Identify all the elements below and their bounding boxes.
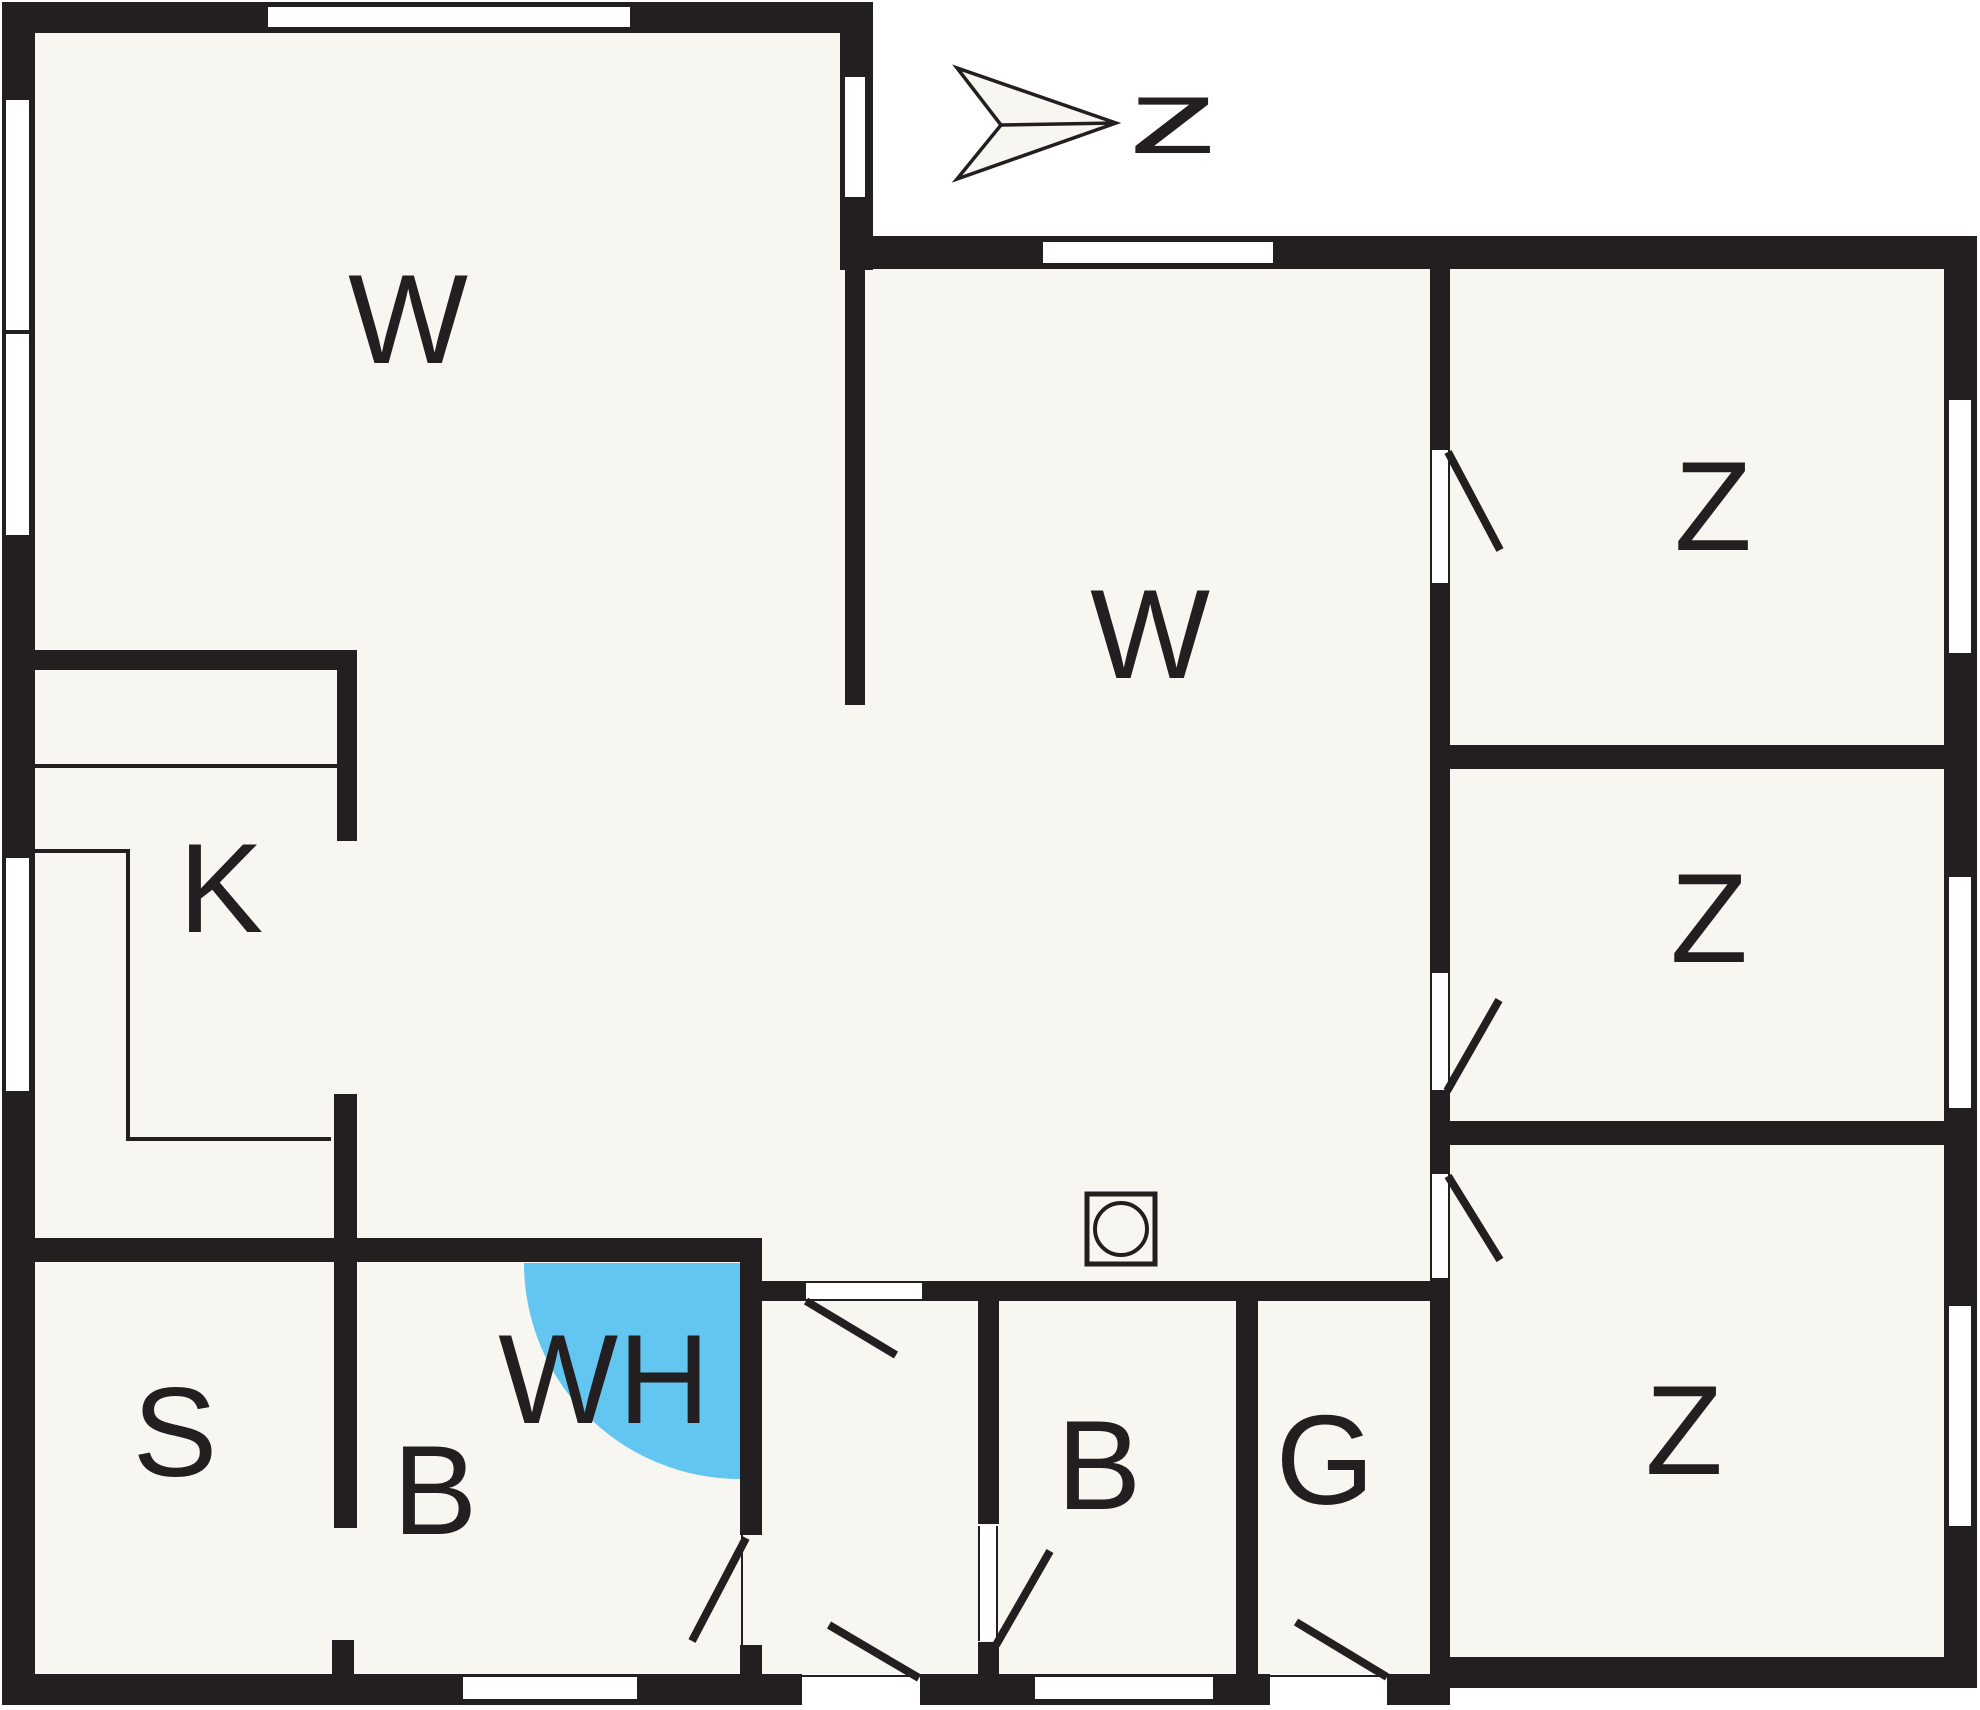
svg-text:G: G <box>1276 1389 1375 1531</box>
svg-text:K: K <box>179 817 264 959</box>
svg-text:z: z <box>1128 59 1219 176</box>
svg-text:Z: Z <box>1674 435 1752 577</box>
svg-text:S: S <box>133 1361 218 1503</box>
svg-text:B: B <box>1057 1394 1142 1536</box>
svg-text:WH: WH <box>498 1308 710 1450</box>
svg-text:Z: Z <box>1645 1359 1723 1501</box>
svg-text:Z: Z <box>1670 847 1748 989</box>
svg-text:W: W <box>1090 563 1210 705</box>
svg-text:B: B <box>393 1419 478 1561</box>
svg-text:W: W <box>348 248 468 390</box>
